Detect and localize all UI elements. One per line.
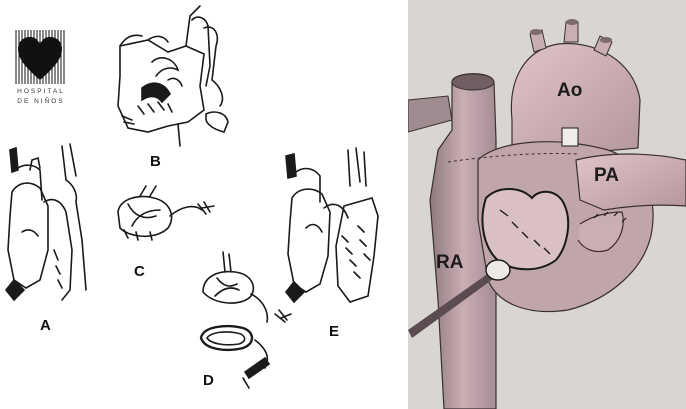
surgical-retractor-icon bbox=[408, 268, 500, 338]
drawing-a bbox=[4, 143, 87, 302]
label-d: D bbox=[203, 372, 214, 389]
aorta bbox=[510, 42, 641, 157]
vascular-clip bbox=[561, 127, 579, 147]
heart-logo bbox=[15, 30, 65, 84]
drawing-c bbox=[117, 185, 215, 241]
label-pulmonary-artery: PA bbox=[594, 165, 619, 186]
heart-icon bbox=[18, 37, 62, 80]
drawing-d bbox=[199, 251, 292, 389]
surgical-drawings-panel: HOSPITAL DE NIÑOS B bbox=[4, 5, 379, 389]
logo-text-line1: HOSPITAL bbox=[17, 88, 65, 95]
drawing-b bbox=[117, 5, 229, 147]
vessel-branch bbox=[408, 95, 453, 133]
pulmonary-artery bbox=[575, 153, 686, 211]
heart-illustration-panel: Ao PA RA bbox=[408, 0, 686, 409]
logo-text-line2: DE NIÑOS bbox=[17, 98, 65, 105]
label-right-atrium: RA bbox=[436, 252, 464, 273]
drawing-e bbox=[284, 147, 379, 304]
label-b: B bbox=[150, 153, 161, 170]
label-a: A bbox=[40, 317, 51, 334]
label-c: C bbox=[134, 263, 145, 280]
label-e: E bbox=[329, 323, 340, 340]
atrial-patch bbox=[481, 188, 570, 271]
label-aorta: Ao bbox=[557, 80, 583, 101]
heart-painting bbox=[408, 19, 686, 409]
